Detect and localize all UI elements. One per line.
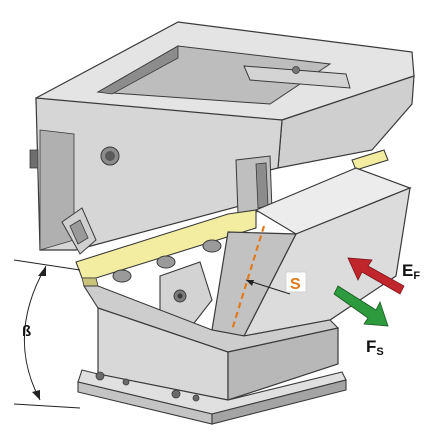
- slide-plate-right: [351, 149, 389, 171]
- red-force-arrow-icon: [347, 257, 405, 295]
- label-e-main: E: [402, 261, 413, 280]
- force-arrow-f: FS: [333, 285, 389, 358]
- beta-arc-arrowhead-bottom: [32, 390, 40, 400]
- label-f: FS: [366, 337, 384, 358]
- beta-reference-line-top: [13, 259, 81, 271]
- force-arrow-e: EF: [347, 257, 420, 295]
- beta-arc: [23, 265, 47, 401]
- clamp-screw-center: [177, 293, 183, 299]
- label-f-main: F: [366, 337, 376, 356]
- foot-hole-4-icon: [192, 394, 200, 402]
- base-right-face: [227, 327, 339, 401]
- upper-housing: [29, 21, 415, 251]
- foot-hole-1-icon: [95, 371, 105, 381]
- s-dimension-line: [245, 279, 291, 295]
- inner-guide-slot: [255, 162, 269, 209]
- foot-hole-3-icon: [171, 389, 181, 399]
- slide-plate-under-edge: [81, 277, 99, 287]
- label-f-sub: S: [376, 346, 383, 358]
- beta-label: ß: [22, 323, 31, 340]
- label-e: EF: [402, 261, 420, 282]
- side-knob: [29, 149, 39, 169]
- top-rail-screw-icon: [292, 66, 300, 74]
- beta-dimension: ß: [13, 259, 81, 409]
- top-rail: [243, 65, 351, 89]
- green-force-arrow-icon: [333, 285, 389, 327]
- s-label: S: [290, 276, 301, 293]
- bolt-head-3-icon: [202, 239, 222, 253]
- clamp-bracket-left: [61, 207, 97, 255]
- bolt-head-1-icon: [112, 269, 132, 283]
- housing-hole-inner: [105, 151, 115, 161]
- section-line: [230, 225, 266, 331]
- base-block: [77, 285, 347, 425]
- foot-hole-2-icon: [122, 378, 130, 386]
- slide-plate: [75, 149, 389, 287]
- beta-arc-arrowhead-top: [38, 266, 46, 276]
- wedge-slider: [211, 167, 412, 337]
- bolt-head-2-icon: [156, 255, 176, 269]
- s-dimension-arrowhead: [246, 280, 254, 286]
- foot-plate-right: [211, 379, 347, 425]
- top-pocket-inner-wall: [96, 45, 179, 95]
- beta-reference-line-bottom: [13, 403, 81, 409]
- s-label-box: [285, 271, 307, 293]
- s-label-group: S: [285, 271, 307, 293]
- label-e-sub: F: [413, 270, 420, 282]
